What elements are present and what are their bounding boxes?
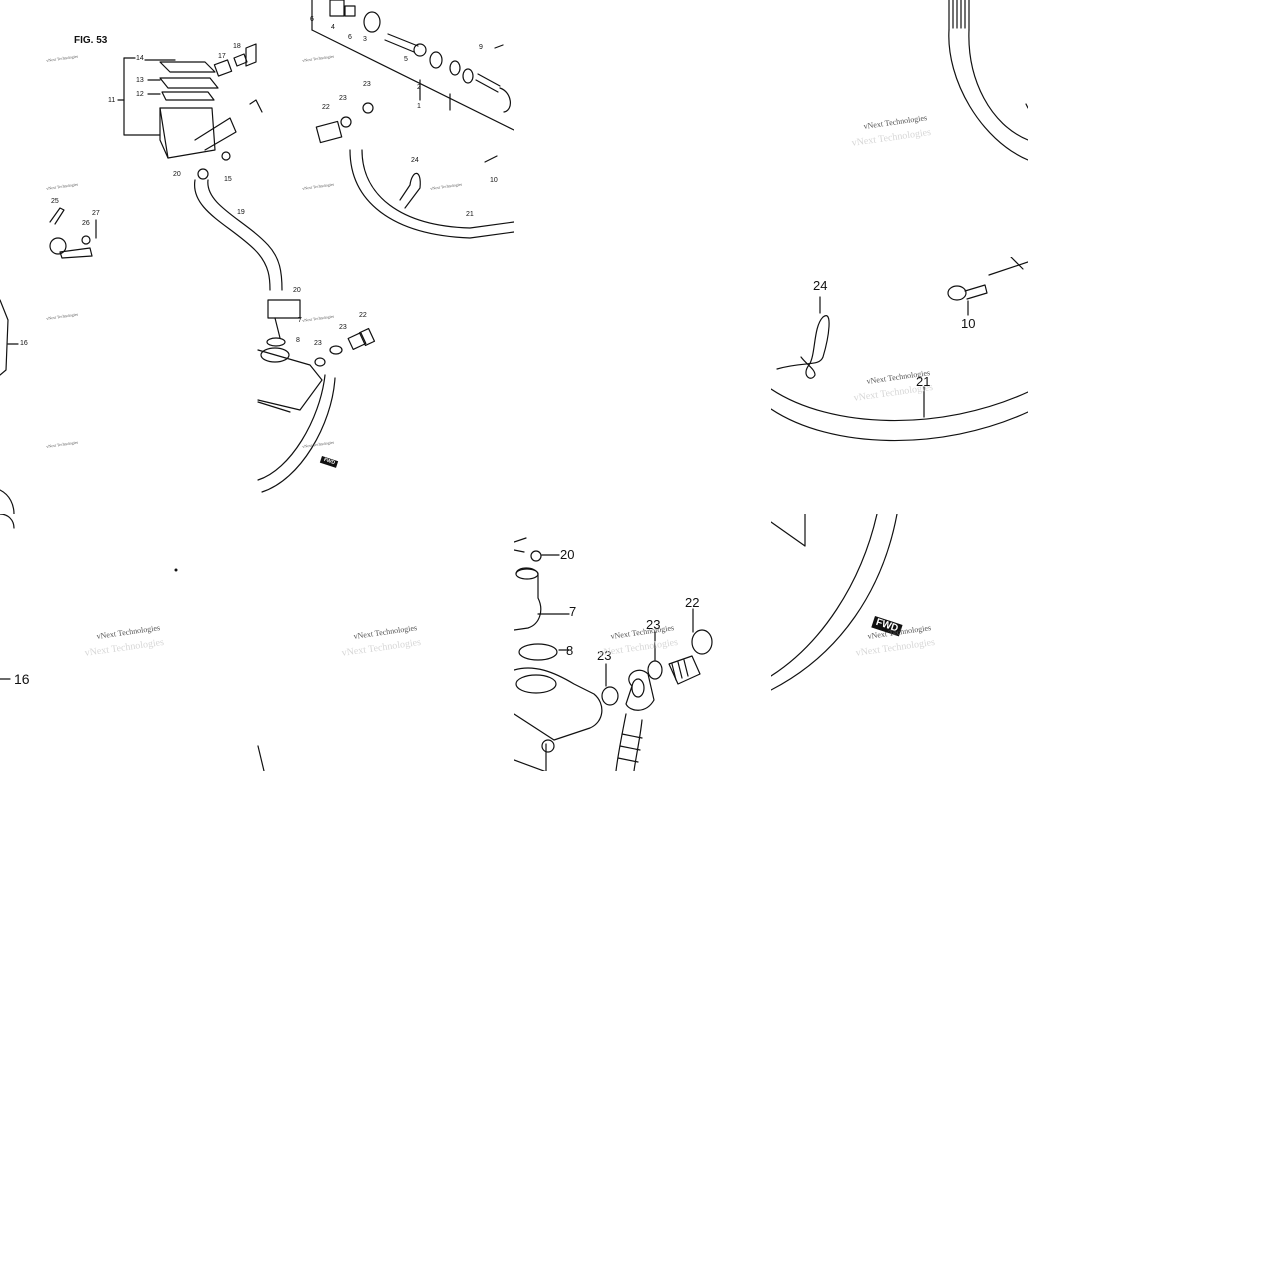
callout-2: 2 bbox=[417, 84, 421, 91]
callout-16: 16 bbox=[20, 340, 28, 347]
callout-1: 1 bbox=[417, 103, 421, 110]
callout-22b: 22 bbox=[322, 104, 330, 111]
lower-caliper-drawing bbox=[514, 537, 713, 771]
callout-17: 17 bbox=[218, 53, 226, 60]
callout-21: 21 bbox=[916, 374, 931, 389]
callout-5: 5 bbox=[404, 56, 408, 63]
callout-23a: 23 bbox=[597, 648, 612, 663]
hose-bottom-tile: FWD vNext Technologies vNext Technologie… bbox=[771, 514, 1028, 771]
callout-19: 19 bbox=[237, 209, 245, 216]
callout-23a: 23 bbox=[339, 324, 347, 331]
callout-10: 10 bbox=[961, 316, 976, 331]
callout-23c: 23 bbox=[339, 95, 347, 102]
callout-23d: 23 bbox=[363, 81, 371, 88]
callout-27: 27 bbox=[92, 210, 100, 217]
callout-23b: 23 bbox=[646, 617, 661, 632]
watermark-tile-drawing bbox=[257, 745, 265, 771]
callout-8: 8 bbox=[566, 643, 574, 658]
hose-top-drawing bbox=[948, 0, 1028, 161]
callout-7: 7 bbox=[298, 317, 302, 324]
callout-14: 14 bbox=[136, 55, 144, 62]
left-part-tile: 16 vNext Technologies vNext Technologies bbox=[0, 514, 257, 771]
callout-13: 13 bbox=[136, 77, 144, 84]
callout-12: 12 bbox=[136, 91, 144, 98]
watermark-tile: vNext Technologies vNext Technologies bbox=[257, 514, 514, 771]
callout-16: 16 bbox=[14, 671, 30, 687]
overview-diagram-tile: FIG. 53 14 13 12 11 17 18 20 15 19 25 27… bbox=[0, 0, 514, 514]
callout-24: 24 bbox=[411, 157, 419, 164]
clip-screw-drawing bbox=[771, 257, 1028, 442]
callout-11: 11 bbox=[108, 97, 116, 104]
callout-22: 22 bbox=[685, 595, 700, 610]
overview-diagram-drawing bbox=[0, 0, 514, 514]
callout-26: 26 bbox=[82, 220, 90, 227]
lower-caliper-tile: 20 7 8 23 23 22 vNext Technologies vNext… bbox=[514, 514, 771, 771]
callout-20: 20 bbox=[173, 171, 181, 178]
hose-bottom-drawing bbox=[771, 514, 898, 691]
callout-8: 8 bbox=[296, 337, 300, 344]
figure-title: FIG. 53 bbox=[74, 35, 108, 46]
callout-22a: 22 bbox=[359, 312, 367, 319]
callout-18: 18 bbox=[233, 43, 241, 50]
callout-21: 21 bbox=[466, 211, 474, 218]
clip-screw-tile: 24 10 21 vNext Technologies vNext Techno… bbox=[771, 257, 1028, 514]
callout-24: 24 bbox=[813, 278, 828, 293]
callout-4: 4 bbox=[331, 24, 335, 31]
callout-7: 7 bbox=[569, 604, 577, 619]
left-part-drawing bbox=[0, 514, 178, 680]
callout-23b: 23 bbox=[314, 340, 322, 347]
callout-6a: 6 bbox=[310, 16, 314, 23]
callout-3: 3 bbox=[363, 36, 367, 43]
callout-20b: 20 bbox=[293, 287, 301, 294]
callout-20: 20 bbox=[560, 547, 575, 562]
callout-6b: 6 bbox=[348, 34, 352, 41]
callout-15: 15 bbox=[224, 176, 232, 183]
hose-top-tile: vNext Technologies vNext Technologies bbox=[771, 0, 1028, 257]
callout-9: 9 bbox=[479, 44, 483, 51]
callout-25: 25 bbox=[51, 198, 59, 205]
callout-10: 10 bbox=[490, 177, 498, 184]
